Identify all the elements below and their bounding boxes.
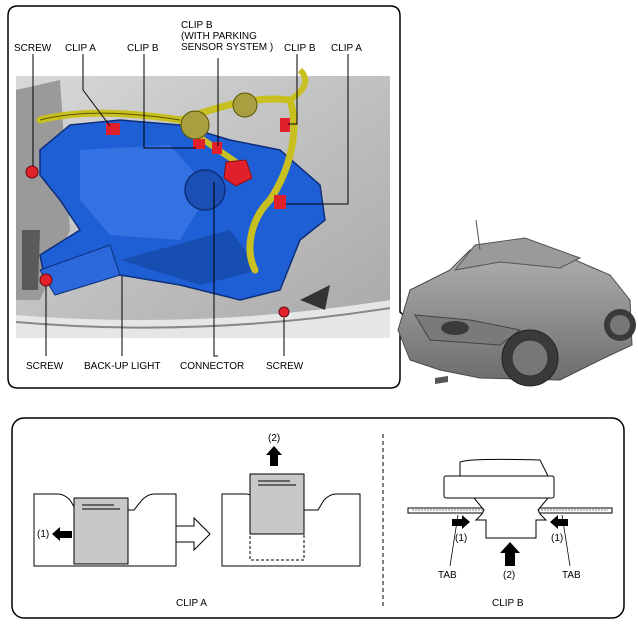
connector-label: CONNECTOR	[180, 361, 245, 372]
clip-b-left-marker	[193, 139, 205, 149]
clip-a-caption: CLIP A	[176, 598, 207, 609]
screw-bottom-right-marker	[278, 306, 290, 318]
clip-a-label-left: CLIP A	[65, 43, 96, 54]
arrow-left-icon	[52, 527, 72, 541]
car-illustration	[397, 219, 636, 387]
screw-top-left-marker	[25, 165, 39, 179]
connector-marker	[223, 159, 253, 187]
screw-label-top-left: SCREW	[14, 43, 52, 54]
screw-label-bottom-left: SCREW	[26, 361, 64, 372]
lamp-photo	[15, 67, 391, 338]
clip-a-step-2-label: (2)	[268, 433, 281, 444]
tab-label-right: TAB	[562, 570, 581, 581]
back-up-light-label: BACK-UP LIGHT	[84, 361, 161, 372]
clip-a-left-marker	[106, 123, 120, 135]
clip-b-caption: CLIP B	[492, 598, 524, 609]
leader-lines	[32, 54, 349, 357]
clip-a-body	[73, 497, 129, 565]
screw-label-bottom-right: SCREW	[266, 361, 304, 372]
clip-b-parking-label-line3: SENSOR SYSTEM )	[181, 42, 274, 53]
clip-a-before	[33, 493, 177, 567]
tab-label-left: TAB	[438, 570, 457, 581]
clip-b-parking-marker	[212, 142, 222, 154]
clip-a-step-1-label: (1)	[37, 529, 50, 540]
next-step-arrow-icon	[175, 516, 211, 552]
clip-a-label-right: CLIP A	[331, 43, 362, 54]
clip-b-step-1-right-label: (1)	[551, 533, 564, 544]
screw-bottom-left-marker	[39, 273, 53, 287]
clip-b-parking-label-line1: CLIP B	[181, 20, 213, 31]
clip-a-right-marker	[274, 195, 286, 209]
clip-b-step-1-left-label: (1)	[455, 533, 468, 544]
clip-b-diagram	[407, 458, 613, 567]
clip-b-step-2-label: (2)	[503, 570, 516, 581]
arrow-up-icon-b	[500, 542, 520, 566]
clip-b-label-right: CLIP B	[284, 43, 316, 54]
clip-b-parking-label-line2: (WITH PARKING	[181, 31, 257, 42]
arrow-up-icon	[266, 446, 282, 466]
clip-b-right-marker	[280, 118, 290, 132]
clip-b-label-left: CLIP B	[127, 43, 159, 54]
clip-a-after	[221, 446, 361, 567]
